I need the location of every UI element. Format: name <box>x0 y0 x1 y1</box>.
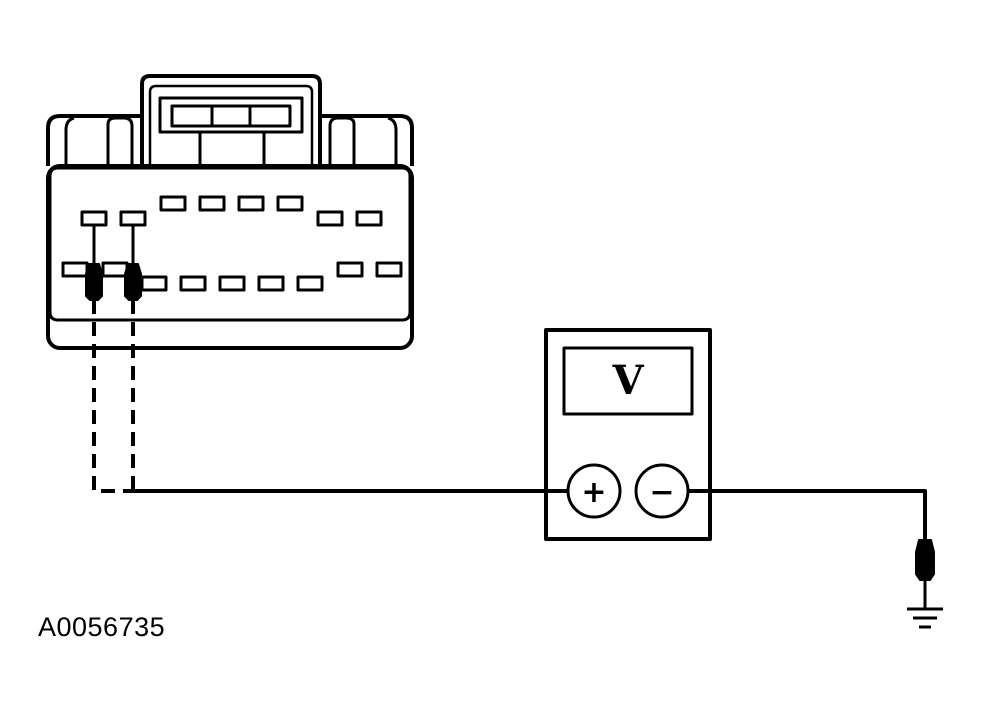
probe-tip <box>124 263 142 301</box>
wires <box>92 300 927 548</box>
pin-row-bottom <box>61 261 403 292</box>
pin <box>80 210 108 227</box>
figure-id: A0056735 <box>38 612 166 642</box>
ground-probe <box>915 539 935 608</box>
connector-face <box>48 166 412 322</box>
pin <box>296 275 324 292</box>
positive-terminal <box>566 463 622 519</box>
probe-tip <box>85 263 103 301</box>
connector-latch-inner <box>148 84 314 166</box>
pin <box>355 210 383 227</box>
latch-tab-slot <box>170 104 292 128</box>
pin <box>159 195 187 212</box>
connector-body <box>46 164 414 350</box>
pin <box>101 261 129 278</box>
voltmeter: V + − <box>544 328 712 541</box>
ground-symbol <box>907 607 943 629</box>
pin <box>218 275 246 292</box>
pin <box>336 261 364 278</box>
connector-rib-right <box>328 116 398 166</box>
negative-terminal <box>634 463 690 519</box>
voltmeter-symbol: V <box>611 357 644 404</box>
pin <box>375 261 403 278</box>
pin <box>276 195 304 212</box>
negative-terminal-symbol: − <box>649 475 674 510</box>
probe-tip <box>915 539 935 581</box>
pin <box>140 275 168 292</box>
pin <box>257 275 285 292</box>
connector-shell-top <box>46 114 414 166</box>
pin-row-top <box>80 195 383 227</box>
connector-rib-left <box>64 116 134 166</box>
wire-to-ground <box>686 489 927 548</box>
pin <box>237 195 265 212</box>
voltmeter-display <box>562 346 694 416</box>
latch-stem <box>198 132 266 166</box>
probe-left <box>85 225 103 301</box>
pin <box>119 210 147 227</box>
pin <box>179 275 207 292</box>
pin <box>198 195 226 212</box>
pin <box>61 261 89 278</box>
connector-latch <box>140 74 322 166</box>
voltmeter-body <box>544 328 712 541</box>
positive-terminal-symbol: + <box>581 475 606 510</box>
dashed-wire-left <box>92 300 133 493</box>
probe-right <box>124 225 142 301</box>
pin <box>316 210 344 227</box>
latch-tab <box>158 96 304 134</box>
connector <box>46 74 414 350</box>
